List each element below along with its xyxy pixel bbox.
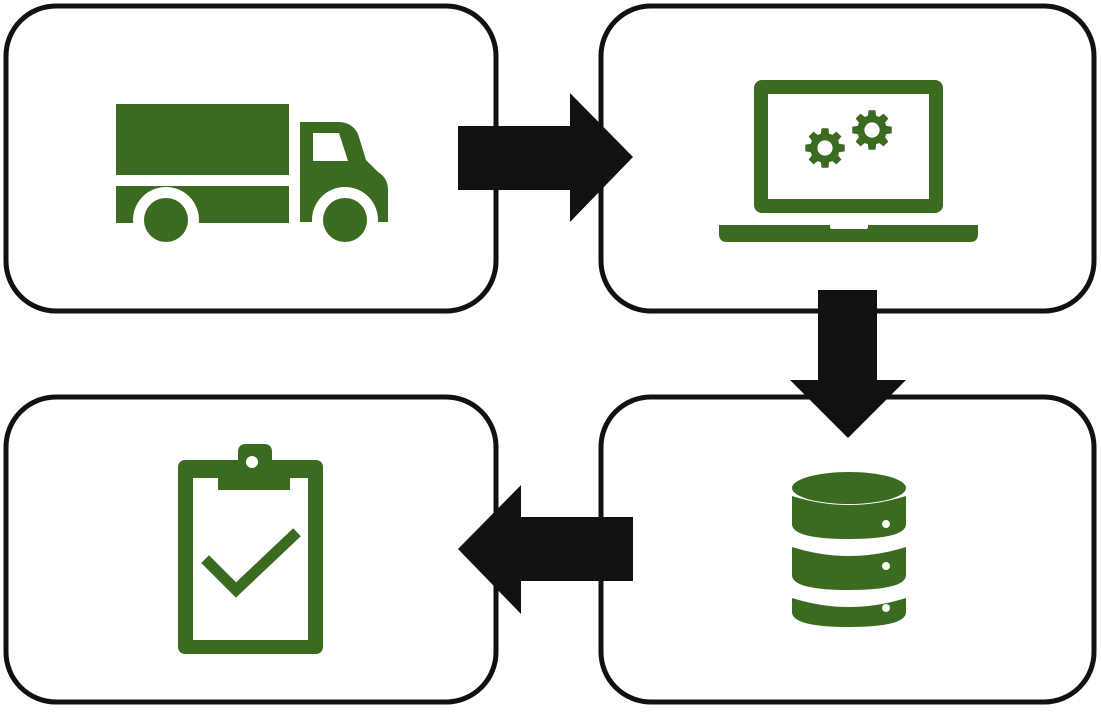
laptop-gears-icon <box>719 80 978 242</box>
gear-hole <box>817 140 833 156</box>
gear-icon <box>852 110 892 150</box>
gear-hole <box>864 122 880 138</box>
step-box-storage <box>598 394 1097 705</box>
arrow-down <box>790 290 906 438</box>
gear-icon <box>805 128 845 168</box>
arrow-right <box>458 93 633 222</box>
database-icon <box>792 472 906 627</box>
delivery-truck-icon <box>116 104 388 253</box>
clipboard-check-icon <box>178 444 323 654</box>
arrow-left <box>458 485 633 614</box>
